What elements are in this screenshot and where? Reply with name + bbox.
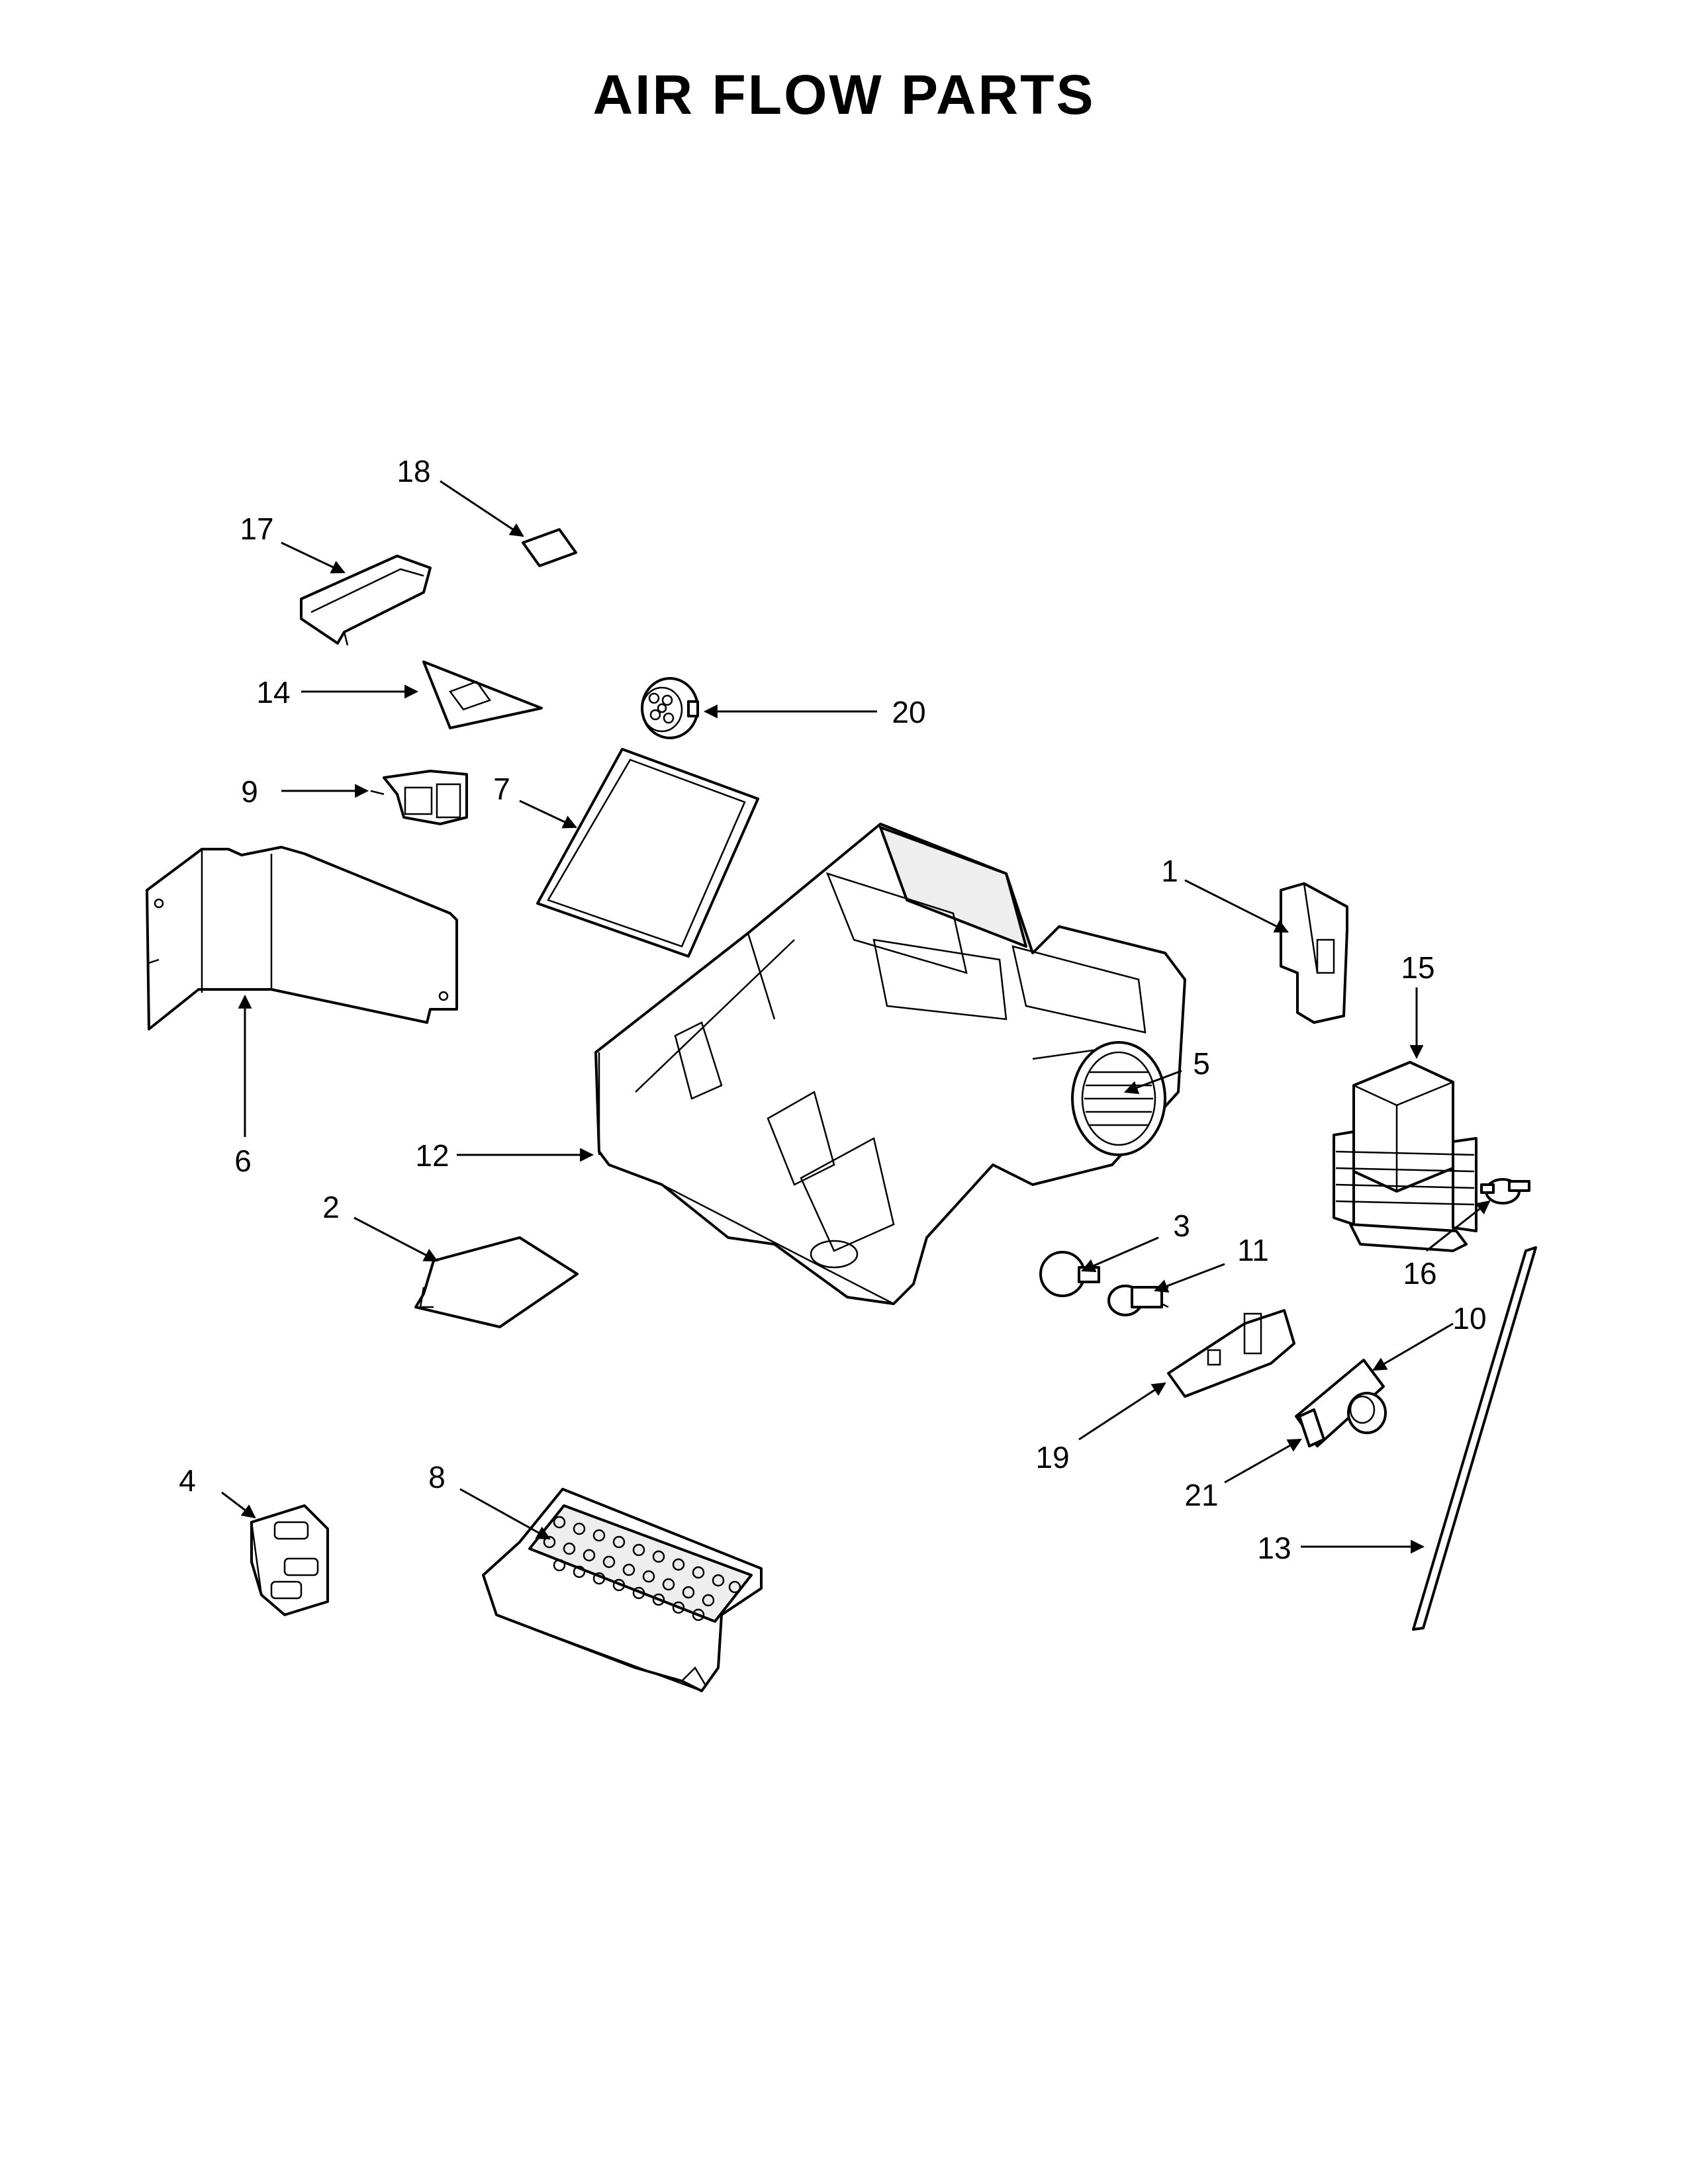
part-20-fan-hub (641, 677, 699, 739)
leader-10 (1372, 1322, 1454, 1371)
part-17-duct-cover (300, 555, 432, 646)
part-1-bracket (1280, 882, 1348, 1024)
callout-17: 17 (240, 512, 273, 546)
callout-labels: 18 17 14 20 9 7 1 15 5 6 12 2 3 11 16 10… (179, 454, 1486, 1565)
leader-1 (1184, 879, 1289, 933)
callout-15: 15 (1401, 950, 1434, 985)
part-3-lamp-bulb (1039, 1251, 1100, 1297)
callout-19: 19 (1035, 1440, 1069, 1475)
part-11-lamp-socket (1107, 1285, 1169, 1316)
diagram-title: AIR FLOW PARTS (592, 64, 1096, 126)
callout-20: 20 (892, 695, 925, 729)
callout-9: 9 (241, 774, 258, 809)
leader-18 (440, 480, 524, 537)
callout-7: 7 (493, 772, 510, 806)
callout-11: 11 (1237, 1233, 1269, 1267)
callout-16: 16 (1403, 1256, 1436, 1291)
part-5-blower-wheel (1071, 1041, 1166, 1156)
callout-13: 13 (1257, 1531, 1291, 1565)
part-18-label (522, 528, 577, 567)
leader-21 (1224, 1438, 1302, 1484)
part-7-filter-frame (536, 748, 759, 958)
part-6-shield-panel (146, 846, 458, 1030)
leader-3 (1081, 1236, 1159, 1273)
part-15-transformer (1333, 1061, 1477, 1252)
callout-1: 1 (1161, 854, 1178, 888)
leader-8 (459, 1488, 551, 1540)
callout-4: 4 (179, 1463, 196, 1498)
part-2-plate (414, 1236, 579, 1328)
leader-2 (353, 1216, 438, 1262)
leader-4 (221, 1491, 256, 1519)
leader-7 (519, 799, 577, 829)
callout-10: 10 (1452, 1301, 1486, 1336)
part-16-thermostat (1480, 1178, 1530, 1205)
part-9-bracket (370, 770, 468, 825)
part-19-circuit-board (1167, 1309, 1295, 1398)
leader-lines (221, 480, 1491, 1554)
callout-3: 3 (1173, 1208, 1190, 1243)
callout-18: 18 (397, 454, 430, 488)
callout-5: 5 (1193, 1046, 1210, 1081)
leader-5 (1124, 1069, 1182, 1095)
callout-8: 8 (428, 1460, 445, 1494)
leader-19 (1078, 1382, 1166, 1441)
part-21-switch (1298, 1408, 1325, 1447)
callout-12: 12 (415, 1138, 449, 1173)
callout-2: 2 (322, 1190, 340, 1224)
grille-holes (543, 1516, 741, 1621)
part-4-clip (250, 1504, 329, 1616)
part-12-base-assembly (594, 823, 1186, 1305)
part-8-grille (482, 1488, 763, 1692)
leader-16 (1426, 1200, 1491, 1252)
callout-14: 14 (256, 675, 290, 709)
part-14-plate (422, 660, 543, 729)
callout-6: 6 (234, 1144, 252, 1178)
callout-21: 21 (1184, 1478, 1218, 1512)
leader-17 (281, 541, 346, 574)
part-13-tube (1412, 1246, 1537, 1631)
leader-11 (1154, 1263, 1225, 1293)
